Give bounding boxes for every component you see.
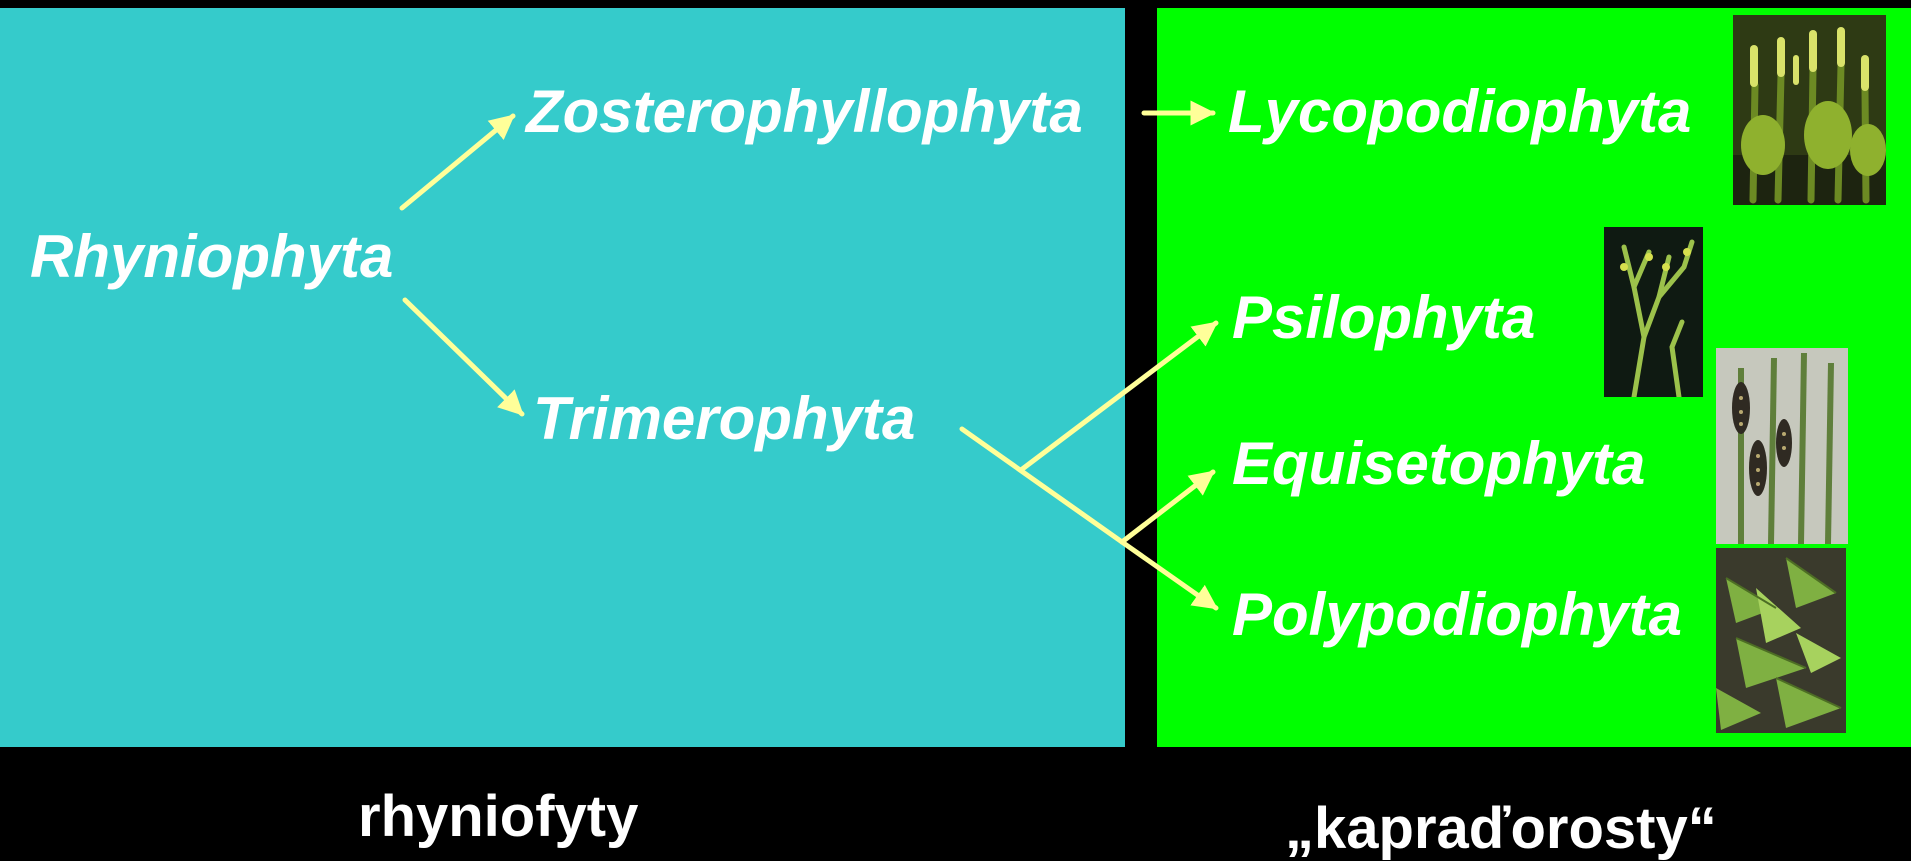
taxon-zosterophyllophyta: Zosterophyllophyta [526,78,1083,145]
taxon-trimerophyta: Trimerophyta [533,385,916,452]
taxon-equisetophyta: Equisetophyta [1232,430,1646,497]
taxon-lycopodiophyta: Lycopodiophyta [1228,78,1692,145]
arrow-to-polypodiophyta [1119,539,1219,611]
trimerophyta-branch-stem [959,426,1125,545]
caption-rhyniofyty: rhyniofyty [358,784,639,849]
taxon-polypodiophyta: Polypodiophyta [1232,581,1682,648]
equisetum-photo [1716,348,1848,544]
arrow-to-psilophyta [1018,320,1219,473]
arrow-rhyniophyta-to-zosterophyllophyta [399,113,516,211]
arrow-to-equisetophyta [1119,469,1216,545]
lycopodium-photo [1733,15,1886,205]
taxon-rhyniophyta: Rhyniophyta [30,223,394,290]
rhyniofyty-panel [0,8,1125,747]
polypodium-fern-photo [1716,548,1846,733]
taxon-psilophyta: Psilophyta [1232,284,1536,351]
arrow-rhyniophyta-to-trimerophyta [402,297,525,417]
caption-kapradorosty: „kapraďorosty“ [1285,796,1717,861]
psilotum-photo [1604,227,1703,397]
